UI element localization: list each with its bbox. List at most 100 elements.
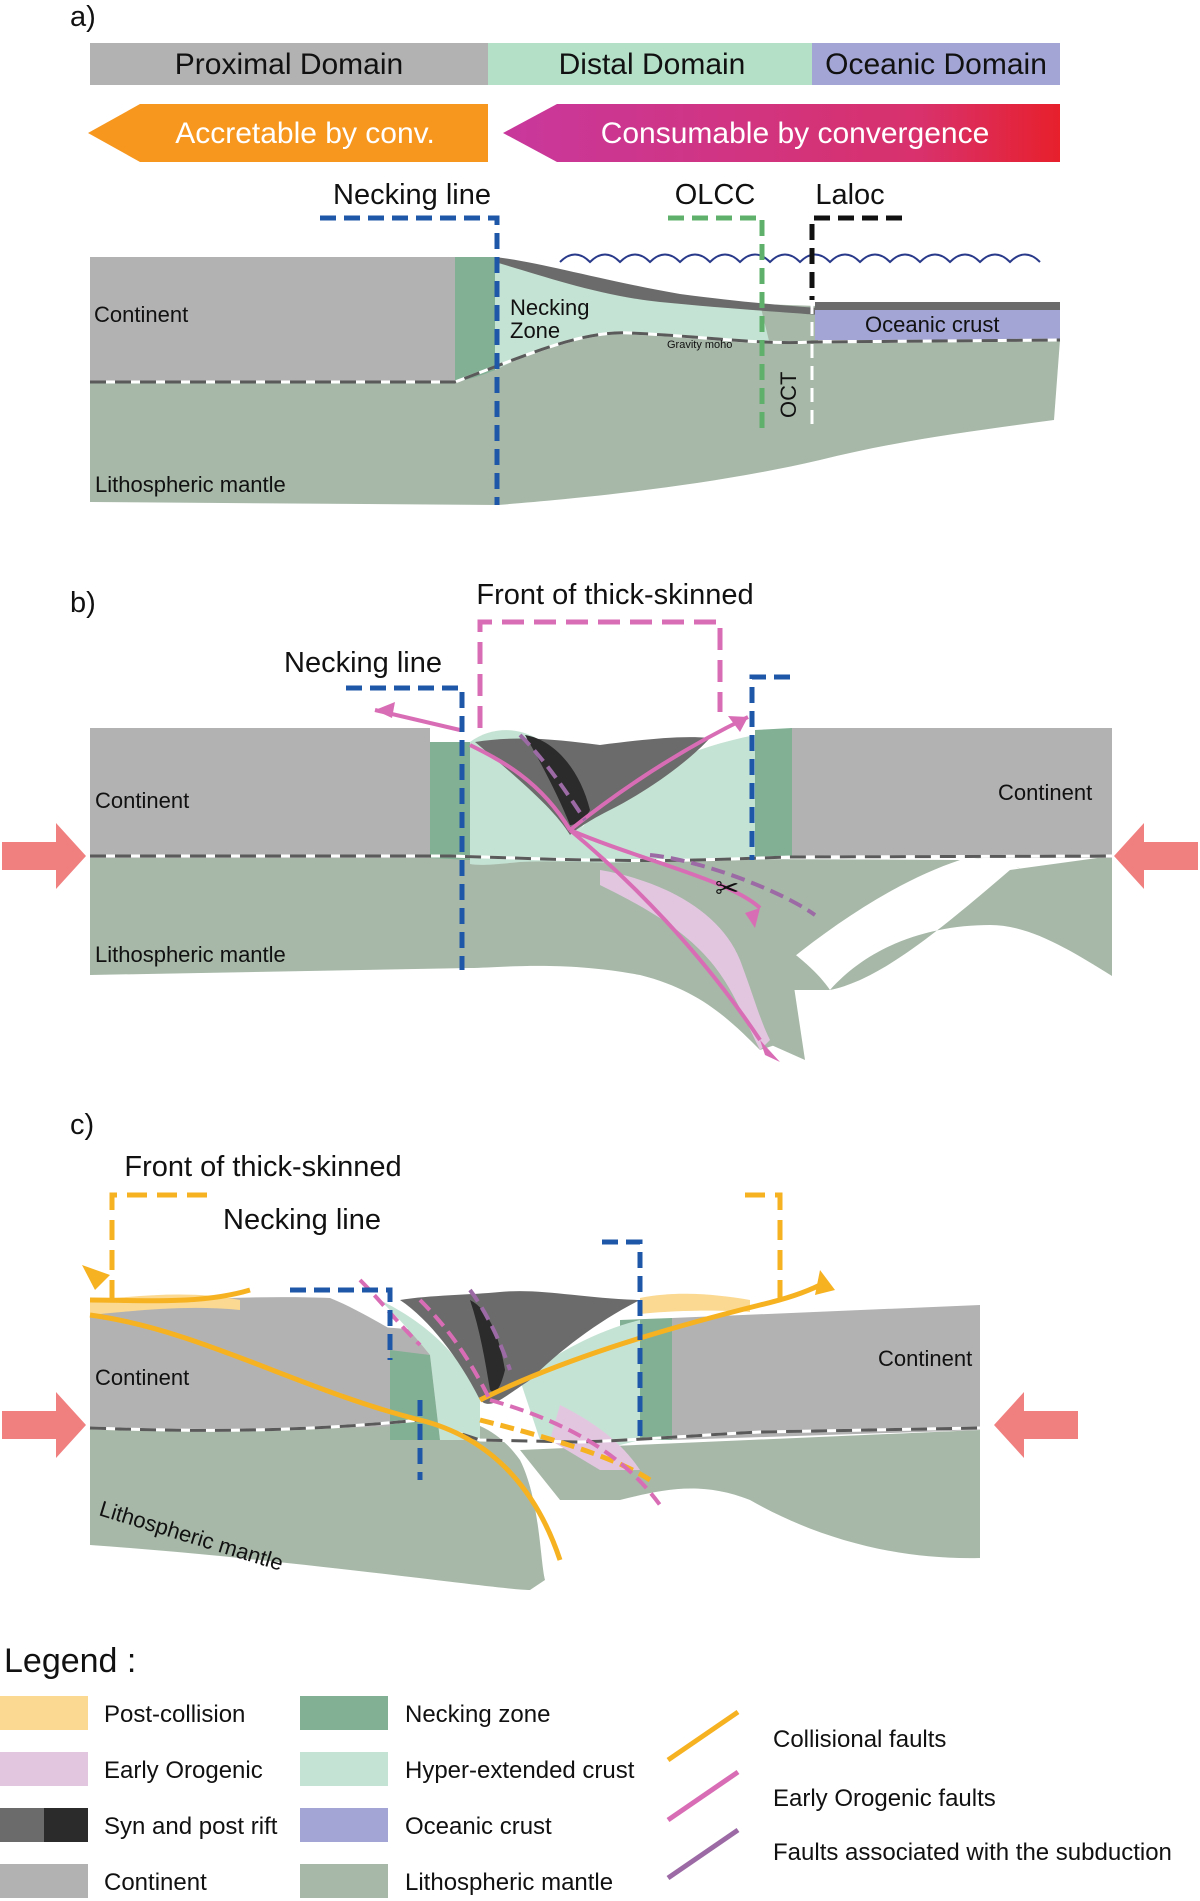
legend-label-collisional-faults: Collisional faults xyxy=(773,1726,946,1753)
front-thick-skinned-right-c xyxy=(745,1192,783,1300)
legend-swatch-mantle xyxy=(300,1864,388,1898)
collisional-fault-dashed-c xyxy=(479,1417,652,1483)
olcc-label: OLCC xyxy=(675,179,756,211)
proximal-domain-label: Proximal Domain xyxy=(175,48,403,81)
oceanic-crust-a xyxy=(815,310,1060,340)
distal-domain-label: Distal Domain xyxy=(559,48,746,81)
oceanic-sediments-a xyxy=(815,302,1060,310)
legend-label-syn-post-rift: Syn and post rift xyxy=(104,1813,278,1840)
mantle-left-c xyxy=(90,1418,545,1590)
oceanic-domain-bar xyxy=(812,43,1060,85)
legend-swatch-post-collision xyxy=(0,1696,88,1730)
continent-left-top-c xyxy=(90,1297,420,1345)
olcc-line xyxy=(668,215,765,432)
convergence-arrow-left-b xyxy=(2,823,86,889)
necking-line-right-c xyxy=(602,1239,643,1440)
mantle-label-a: Lithospheric mantle xyxy=(95,472,286,497)
necking-line-label-a: Necking line xyxy=(333,179,491,211)
continent-block-a xyxy=(90,257,455,382)
legend-label-early-orogenic: Early Orogenic xyxy=(104,1757,263,1784)
legend-label-post-collision: Post-collision xyxy=(104,1701,245,1728)
panel-b: b) Front of thick- xyxy=(2,579,1198,1062)
necking-label-c: Necking line xyxy=(223,1204,381,1236)
legend-label-oceanic-crust: Oceanic crust xyxy=(405,1813,552,1840)
collisional-fault-left-c xyxy=(89,1287,251,1304)
lithospheric-mantle-b xyxy=(90,856,1112,1050)
moho-dashed-b xyxy=(90,854,1113,863)
subduction-fault-1-c xyxy=(468,1288,512,1371)
laloc-line xyxy=(809,215,902,300)
legend-label-continent: Continent xyxy=(104,1869,207,1896)
early-fault-2-c xyxy=(489,1398,662,1507)
legend-swatch-syn-rift-dark xyxy=(44,1808,88,1842)
early-fault-1-c xyxy=(418,1298,492,1401)
continent-right-label-c: Continent xyxy=(878,1346,972,1371)
continent-right-label-b: Continent xyxy=(998,780,1092,805)
early-fault-2-b xyxy=(568,715,749,832)
early-orogenic-c xyxy=(550,1405,640,1470)
legend-label-necking-zone: Necking zone xyxy=(405,1701,550,1728)
necking-zone-label-1: Necking xyxy=(510,295,589,320)
proximal-domain-bar xyxy=(90,43,488,85)
early-fault-4-b xyxy=(569,828,762,910)
collisional-arrowhead-right-c xyxy=(815,1270,835,1295)
accretable-label: Accretable by conv. xyxy=(175,117,435,150)
syn-rift-sediments-b xyxy=(475,737,710,835)
necking-line-right-b xyxy=(749,674,790,860)
convergence-arrow-right-c xyxy=(994,1392,1078,1458)
necking-zone-a xyxy=(455,257,495,382)
legend-label-mantle: Lithospheric mantle xyxy=(405,1869,613,1896)
legend-swatch-hyper-extended xyxy=(300,1752,388,1786)
early-fault-3-b xyxy=(568,828,762,1042)
convergence-arrow-right-b xyxy=(1114,823,1198,889)
early-fault-1-b xyxy=(469,743,572,832)
laloc-label: Laloc xyxy=(815,179,884,211)
accretable-arrow xyxy=(88,104,488,162)
panel-c: c) xyxy=(2,1109,1078,1590)
moho-dashed-a xyxy=(90,331,1061,384)
early-fault-arrowhead-b xyxy=(728,716,748,732)
hyper-extended-right-c xyxy=(520,1320,640,1450)
necking-line-left-b xyxy=(346,685,465,970)
post-collision-right-c xyxy=(640,1293,750,1314)
necking-zone-label-2: Zone xyxy=(510,318,560,343)
mantle-label-b: Lithospheric mantle xyxy=(95,942,286,967)
early-fault-arrowhead-2-b xyxy=(745,908,760,928)
hyper-extended-left-c xyxy=(380,1300,480,1440)
subduction-fault-1-b xyxy=(518,733,587,822)
continent-left-b xyxy=(90,728,430,858)
gravity-moho-label: Gravity moho xyxy=(667,339,732,351)
necking-line-left-c xyxy=(290,1287,393,1360)
oct-label: OCT xyxy=(776,372,801,418)
subduction-fault-2-b xyxy=(649,853,817,917)
early-fault-3-c xyxy=(358,1278,422,1347)
distal-domain-bar xyxy=(488,43,812,85)
collisional-fault-right-c xyxy=(478,1282,822,1403)
necking-zone-right-b xyxy=(755,728,792,858)
legend-swatch-continent xyxy=(0,1864,88,1898)
mantle-right-c xyxy=(520,1430,980,1559)
syn-rift-sediments-a xyxy=(495,257,820,315)
legend-swatch-early-orogenic xyxy=(0,1752,88,1786)
front-label-c: Front of thick-skinned xyxy=(124,1151,401,1183)
legend-swatch-necking-zone xyxy=(300,1696,388,1730)
legend-title: Legend : xyxy=(4,1642,136,1680)
legend-swatch-syn-rift-light xyxy=(0,1808,44,1842)
syn-rift-sediments-c xyxy=(400,1291,640,1404)
legend-label-hyper-extended: Hyper-extended crust xyxy=(405,1757,635,1784)
oct-zone-a xyxy=(760,304,818,432)
syn-rift-dark-c xyxy=(470,1300,505,1392)
oceanic-domain-label: Oceanic Domain xyxy=(825,48,1047,81)
continent-right-c xyxy=(672,1305,980,1440)
legend-label-early-orogenic-faults: Early Orogenic faults xyxy=(773,1785,996,1812)
collisional-arrowhead-left-c xyxy=(82,1265,110,1290)
legend: Legend : Post-collision Early Orogenic S… xyxy=(0,1642,1172,1898)
front-thick-skinned-left-c xyxy=(109,1192,215,1300)
early-fault-arrowhead-3-b xyxy=(760,1040,780,1062)
panel-b-label: b) xyxy=(70,587,96,619)
panel-a-label: a) xyxy=(70,1,96,33)
mantle-b-fill xyxy=(90,855,1112,1060)
legend-line-collisional xyxy=(666,1709,740,1763)
consumable-arrow xyxy=(503,104,1060,162)
